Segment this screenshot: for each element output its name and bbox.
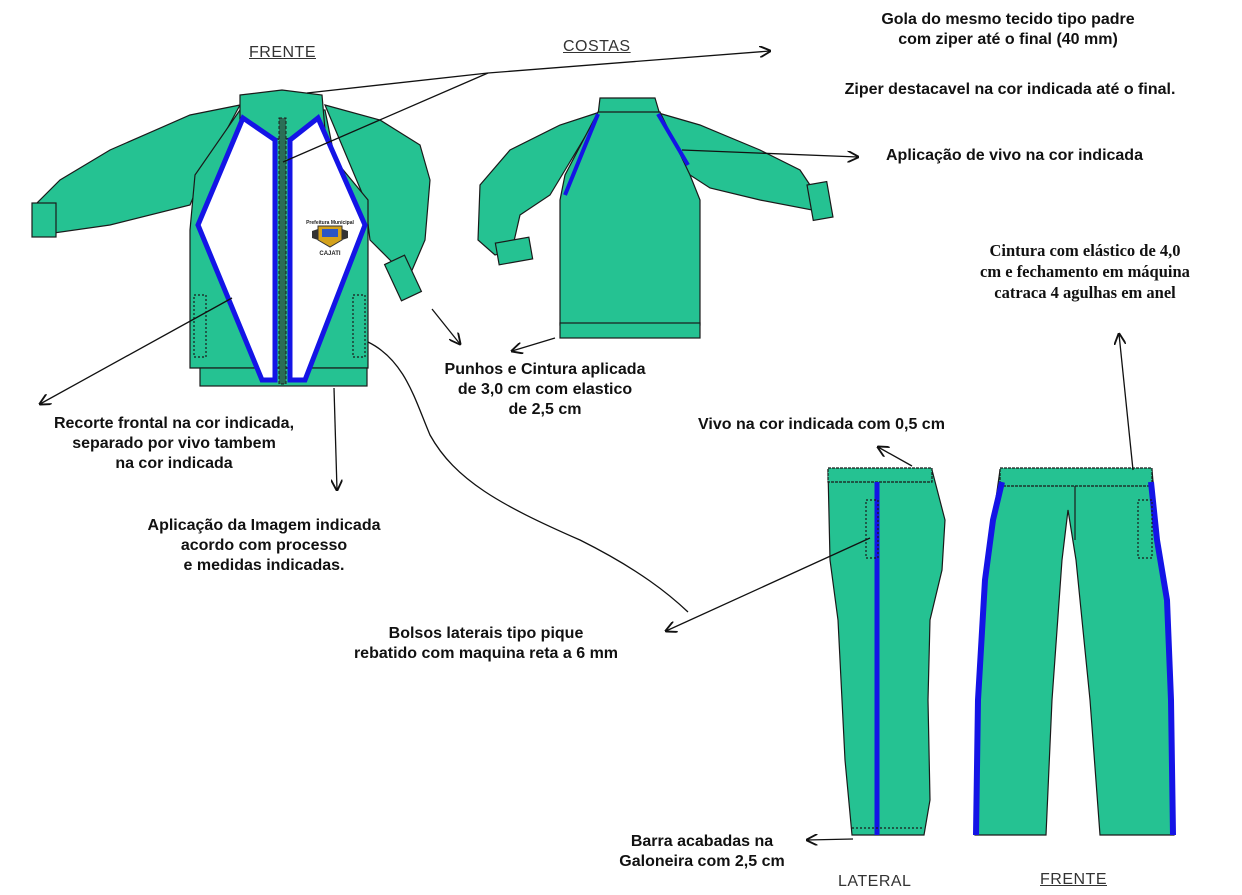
pockets-annotation: Bolsos laterais tipo pique rebatido com … bbox=[296, 624, 676, 664]
jacket-front-right-cuff bbox=[383, 254, 423, 302]
collar-annotation: Gola do mesmo tecido tipo padre com zipe… bbox=[838, 10, 1178, 50]
leader-lines bbox=[40, 51, 1134, 840]
pants-side bbox=[827, 467, 946, 836]
image-arrow bbox=[334, 387, 337, 490]
pants-front-view-label: FRENTE bbox=[1040, 871, 1107, 888]
waist-annotation: Cintura com elástico de 4,0 cm e fechame… bbox=[930, 240, 1240, 303]
jacket-front-left-pocket bbox=[193, 294, 207, 358]
pants-side-waistband bbox=[827, 467, 933, 483]
waist-arrow bbox=[1119, 334, 1134, 471]
hem-line-2: Galoneira com 2,5 cm bbox=[619, 853, 785, 870]
pockets-arrow bbox=[666, 537, 871, 631]
front-panel-arrow bbox=[40, 297, 233, 404]
collar-line-2: com ziper até o final (40 mm) bbox=[898, 31, 1118, 48]
image-line-3: e medidas indicadas. bbox=[183, 557, 345, 574]
cuffs-arrow-b bbox=[512, 337, 556, 351]
jacket-back-piping-left bbox=[563, 113, 600, 196]
pants-piping-arrow bbox=[878, 447, 913, 467]
jacket-front bbox=[31, 89, 431, 387]
waist-line-1: Cintura com elástico de 4,0 bbox=[989, 241, 1181, 260]
pants-front-waistband bbox=[999, 467, 1153, 487]
pants-piping-annotation: Vivo na cor indicada com 0,5 cm bbox=[698, 416, 945, 433]
jacket-front-view-label: FRENTE bbox=[249, 44, 316, 61]
pants-side-leg bbox=[827, 469, 946, 836]
cuffs-line-3: de 2,5 cm bbox=[508, 401, 582, 418]
front-panel-line-1: Recorte frontal na cor indicada, bbox=[53, 415, 295, 432]
pants-front-piping-left bbox=[973, 481, 1005, 836]
front-panel-annotation: Recorte frontal na cor indicada, separad… bbox=[4, 414, 344, 474]
pockets-line-2: rebatido com maquina reta a 6 mm bbox=[353, 645, 619, 662]
pants-side-pocket bbox=[865, 499, 879, 559]
piping-annotation: Aplicação de vivo na cor indicada bbox=[886, 147, 1143, 164]
pants-front bbox=[973, 467, 1176, 836]
jacket-back-piping-right bbox=[656, 112, 690, 167]
image-line-2: acordo com processo bbox=[180, 537, 348, 554]
jacket-back-right-cuff bbox=[806, 180, 834, 222]
pants-side-view-label: LATERAL bbox=[838, 873, 912, 890]
front-panel-line-3: na cor indicada bbox=[115, 455, 233, 472]
jacket-back-left-cuff bbox=[494, 236, 534, 266]
jacket-front-right-panel bbox=[287, 114, 368, 383]
jacket-front-right-pocket bbox=[352, 294, 366, 358]
hem-arrow bbox=[807, 839, 854, 840]
waist-line-2: cm e fechamento em máquina bbox=[980, 262, 1190, 281]
collar-leader-a bbox=[306, 72, 489, 94]
jacket-front-zipper bbox=[278, 117, 287, 385]
cuffs-line-2: de 3,0 cm com elastico bbox=[457, 381, 633, 398]
hem-annotation: Barra acabadas na Galoneira com 2,5 cm bbox=[592, 832, 812, 872]
pockets-line-1: Bolsos laterais tipo pique bbox=[388, 625, 584, 642]
pants-front-piping-right bbox=[1148, 481, 1176, 836]
jacket-back-left-sleeve bbox=[477, 110, 602, 256]
jacket-back-view-label: COSTAS bbox=[563, 38, 631, 55]
cuffs-line-1: Punhos e Cintura aplicada bbox=[444, 361, 646, 378]
cuffs-annotation: Punhos e Cintura aplicada de 3,0 cm com … bbox=[425, 360, 665, 420]
logo-line1: Prefeitura Municipal bbox=[306, 220, 354, 226]
zipper-annotation: Ziper destacavel na cor indicada até o f… bbox=[844, 81, 1176, 98]
jacket-front-left-cuff bbox=[31, 202, 57, 238]
image-application-annotation: Aplicação da Imagem indicada acordo com … bbox=[104, 516, 424, 576]
image-line-1: Aplicação da Imagem indicada bbox=[147, 517, 381, 534]
logo-line2: CAJATI bbox=[319, 251, 341, 257]
collar-line-1: Gola do mesmo tecido tipo padre bbox=[881, 11, 1135, 28]
waist-line-3: catraca 4 agulhas em anel bbox=[994, 283, 1176, 302]
municipal-logo bbox=[309, 218, 351, 248]
cuffs-arrow-a bbox=[431, 308, 460, 344]
jacket-back bbox=[477, 97, 834, 339]
hem-line-1: Barra acabadas na bbox=[630, 833, 774, 850]
jacket-front-left-panel bbox=[195, 114, 278, 383]
jacket-back-waistband bbox=[559, 322, 701, 339]
front-panel-line-2: separado por vivo tambem bbox=[72, 435, 276, 452]
piping-arrow bbox=[681, 149, 858, 157]
collar-leader-b bbox=[282, 72, 489, 163]
pockets-leader bbox=[367, 341, 689, 613]
collar-arrow bbox=[487, 51, 770, 74]
